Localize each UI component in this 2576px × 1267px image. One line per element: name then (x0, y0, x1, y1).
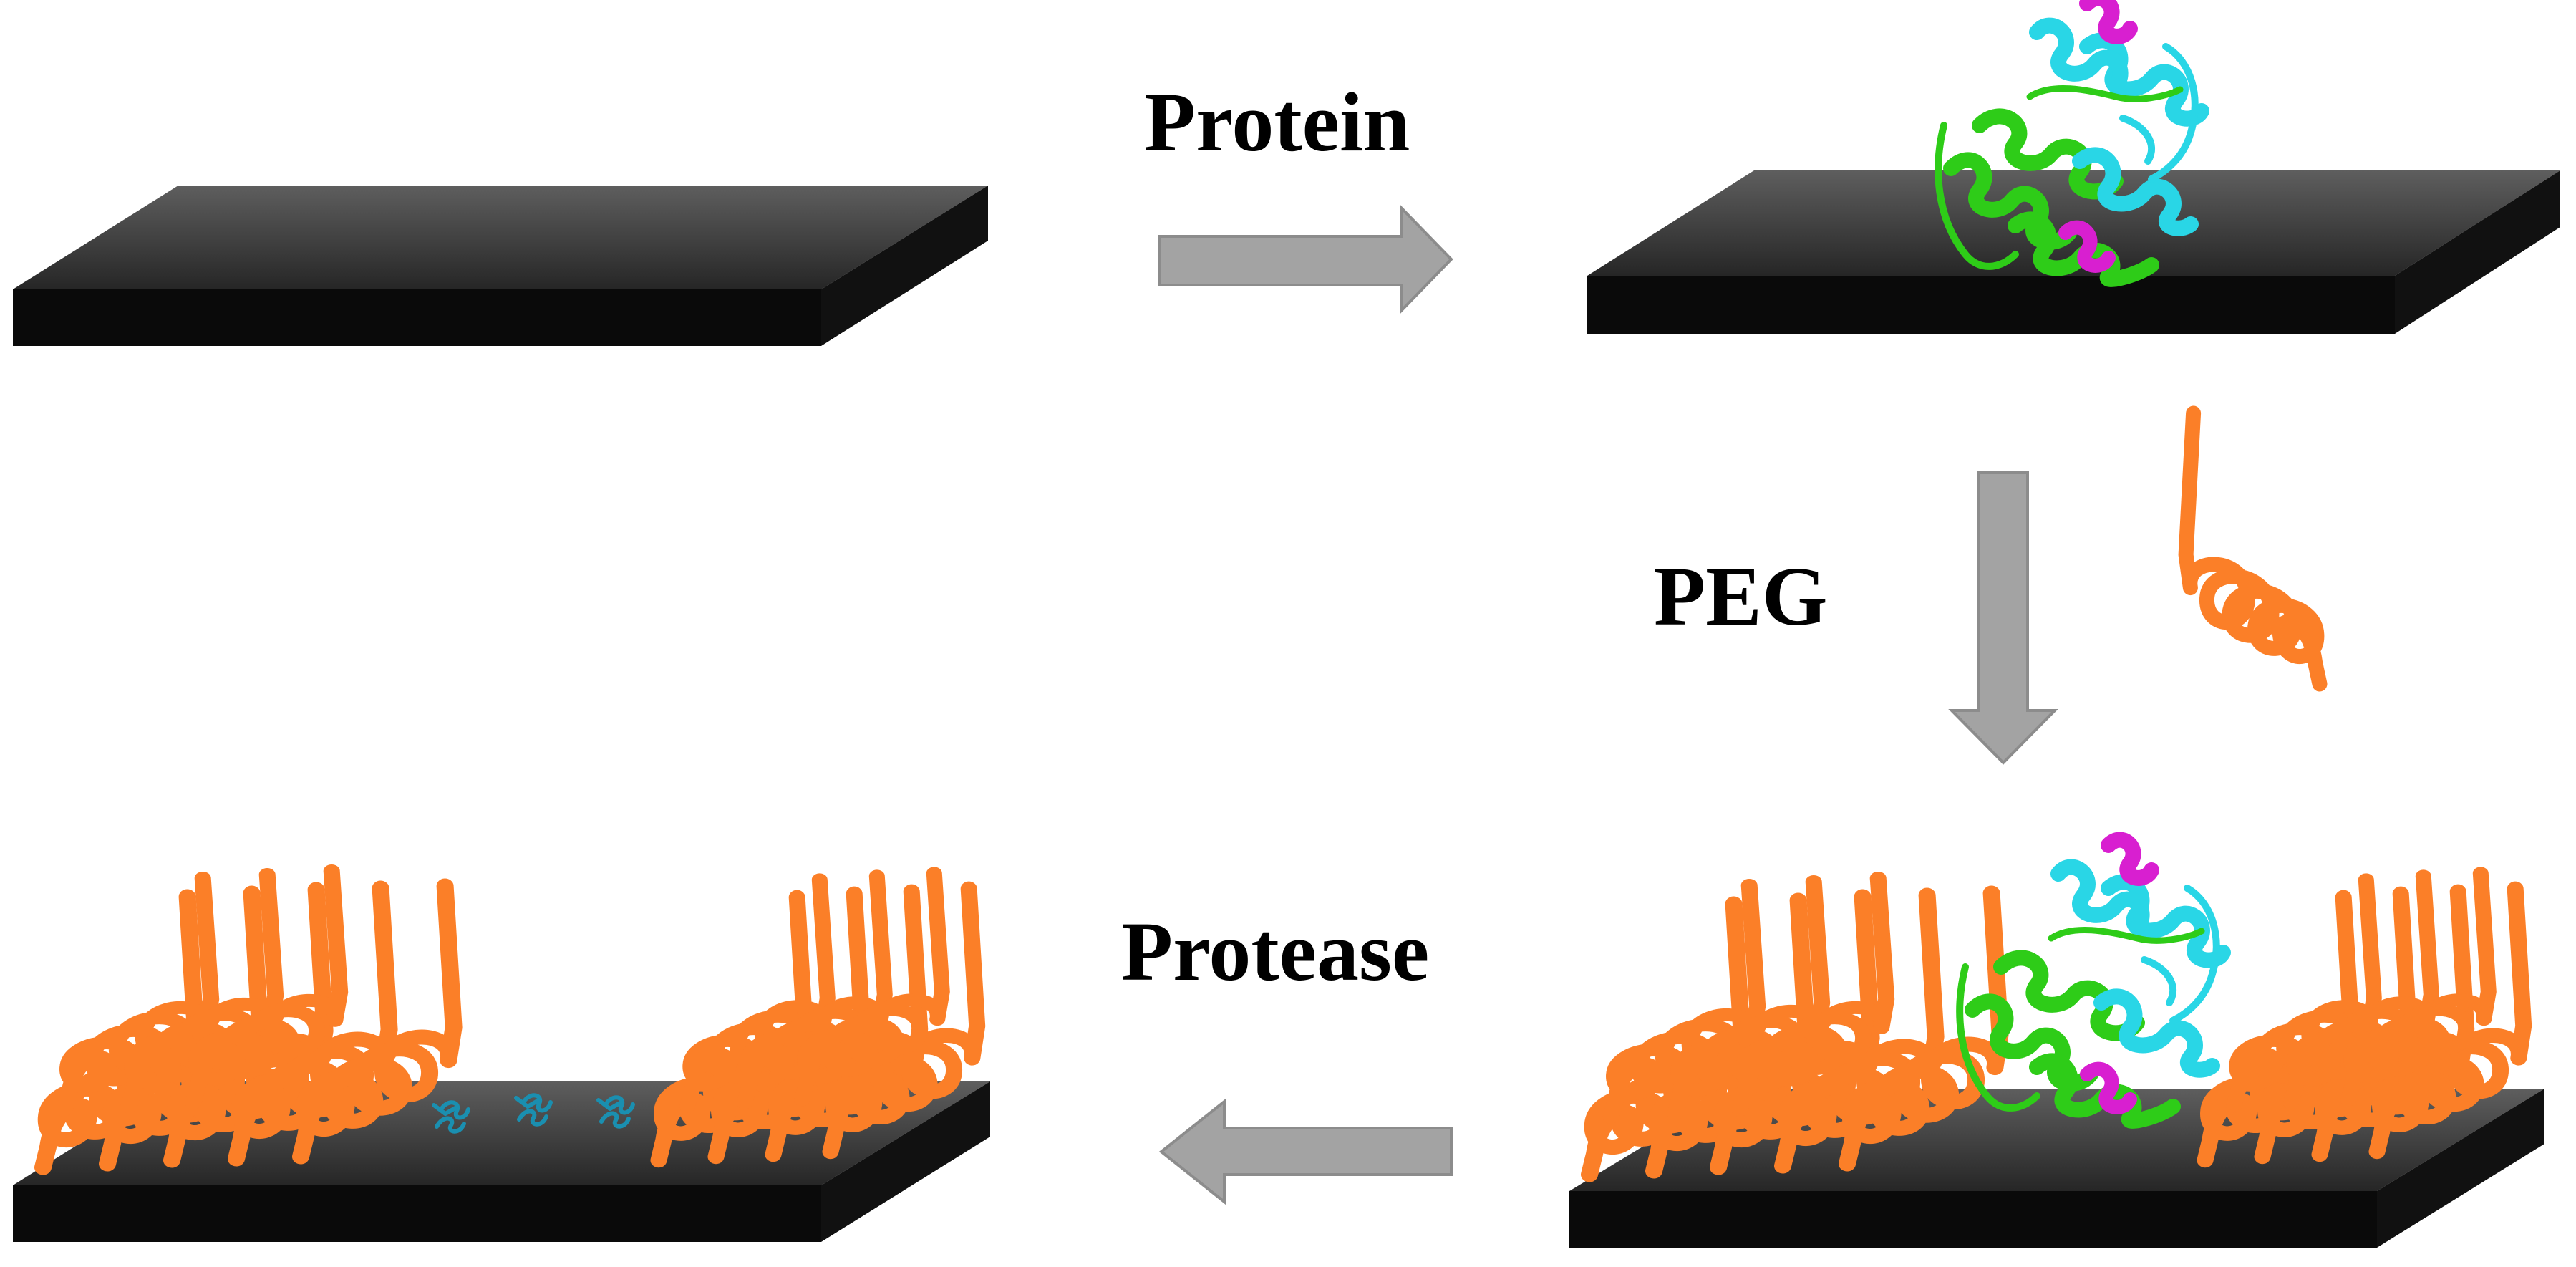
protein-label: Protein (1144, 75, 1410, 169)
arrow-left-icon (1158, 1098, 1453, 1205)
peg-coil-icon (2186, 413, 2320, 684)
substrate-slab-bare (13, 186, 988, 346)
arrow-down-icon (1948, 471, 2058, 765)
peg-label: PEG (1654, 549, 1828, 643)
substrate-slab-protein (1587, 170, 2560, 334)
protease-label: Protease (1121, 905, 1430, 998)
arrow-right-icon (1158, 204, 1453, 314)
